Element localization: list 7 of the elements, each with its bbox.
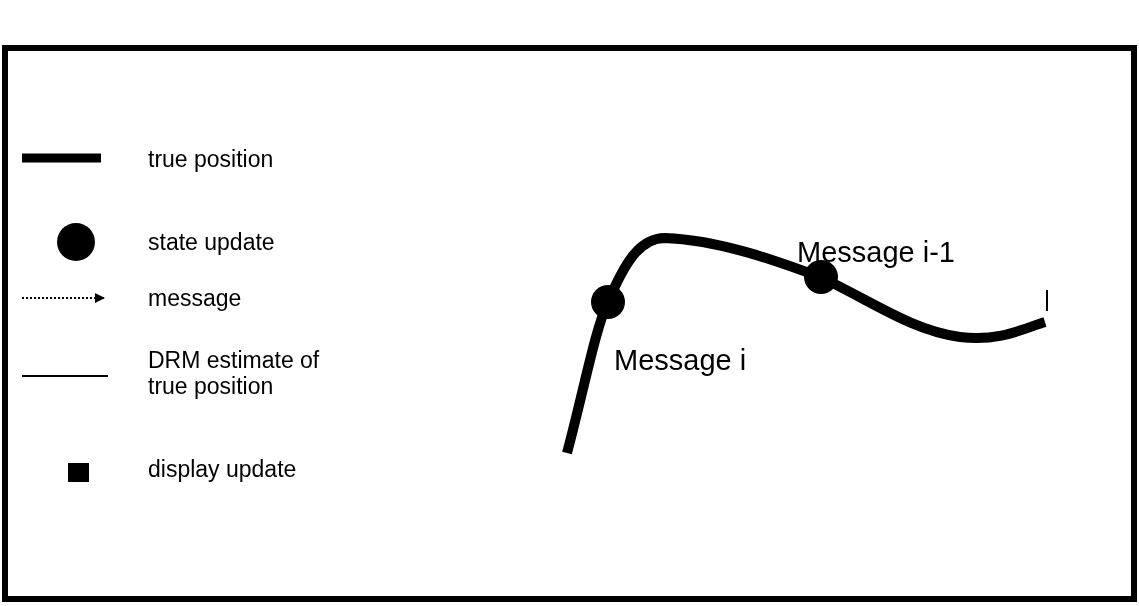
- legend-text: state update: [148, 229, 275, 255]
- message-label: Message i-1: [797, 236, 955, 268]
- legend-text: message: [148, 285, 242, 311]
- legend-text: display update: [148, 456, 297, 482]
- message-label: Message i: [614, 344, 747, 376]
- legend-text: true position: [148, 146, 274, 172]
- legend-text: DRM estimate of true position: [148, 347, 321, 399]
